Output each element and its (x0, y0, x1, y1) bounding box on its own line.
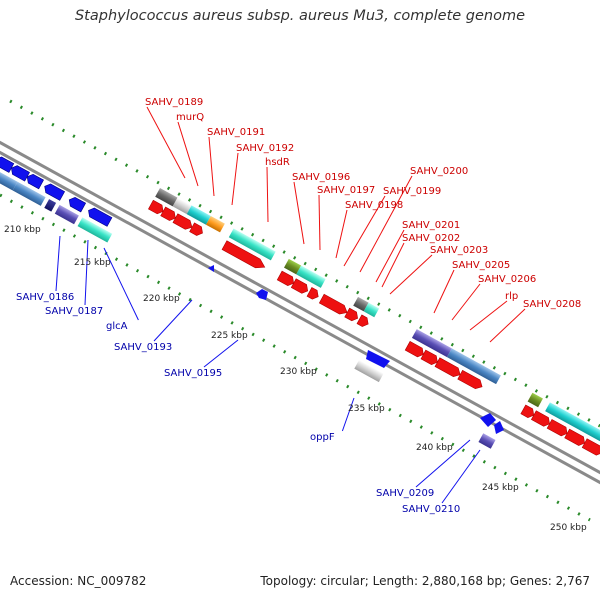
forward-gene-label: SAHV_0196 (292, 172, 350, 183)
kbp-tick-label: 245 kbp (482, 483, 519, 493)
reverse-gene-label: SAHV_0195 (164, 368, 222, 379)
reverse-gene-label: SAHV_0209 (376, 488, 434, 499)
gene-labels: SAHV_0189murQSAHV_0191SAHV_0192hsdRSAHV_… (16, 97, 581, 515)
genome-summary-text: Topology: circular; Length: 2,880,168 bp… (260, 574, 590, 588)
gene-block (446, 348, 501, 385)
gene-arrow (318, 293, 348, 315)
forward-gene-label: SAHV_0199 (383, 186, 441, 197)
gene-block (54, 204, 79, 225)
kbp-tick-label: 250 kbp (550, 523, 587, 533)
kbp-tick-label: 230 kbp (280, 367, 317, 377)
gene-arrow (356, 314, 369, 327)
gene-arrow (44, 183, 66, 201)
gene-arrow (520, 404, 535, 418)
gene-block (411, 329, 452, 358)
accession-text: Accession: NC_009782 (10, 574, 147, 588)
kbp-tick-labels: 210 kbp 215 kbp 220 kbp 225 kbp 230 kbp 235 k… (4, 225, 587, 533)
genome-backbone (0, 140, 600, 485)
reverse-gene-label: SAHV_0187 (45, 306, 103, 317)
gene-arrow (366, 350, 390, 368)
gene-block (0, 167, 18, 191)
gene-arrow (404, 341, 424, 358)
gene-arrow (11, 165, 30, 182)
map-title: Staphylococcus aureus subsp. aureus Mu3,… (74, 8, 526, 24)
label-leader-lines (55, 106, 526, 504)
gene-block (228, 228, 276, 261)
gene-block (353, 296, 369, 312)
gene-arrow (480, 413, 496, 427)
gene-arrow (494, 421, 504, 434)
reverse-gene-label: glcA (106, 321, 128, 332)
gene-block (363, 302, 380, 318)
kbp-tick-label: 215 kbp (74, 258, 111, 268)
gene-arrow (208, 265, 214, 272)
gc-content-track (0, 99, 600, 522)
forward-gene-label: SAHV_0197 (317, 185, 375, 196)
gene-block (155, 188, 178, 207)
gene-arrow (68, 197, 87, 213)
gene-arrow (148, 199, 164, 215)
forward-gene-label: SAHV_0192 (236, 143, 294, 154)
forward-gene-label: SAHV_0208 (523, 299, 581, 310)
reverse-gene-label: SAHV_0186 (16, 292, 74, 303)
gene-block (206, 215, 225, 233)
gene-arrow (306, 287, 319, 300)
gene-block (172, 197, 192, 215)
reverse-gene-label: SAHV_0193 (114, 342, 172, 353)
kbp-tick-label: 210 kbp (4, 225, 41, 235)
gene-arrow (434, 357, 461, 378)
forward-gene-label: SAHV_0205 (452, 260, 510, 271)
gene-arrow (189, 222, 203, 236)
forward-gene-label: SAHV_0202 (402, 233, 460, 244)
gene-block (283, 258, 302, 275)
kbp-tick-label: 235 kbp (348, 404, 385, 414)
gene-arrow (420, 349, 438, 365)
gene-block (354, 359, 384, 383)
gene-block (527, 392, 543, 408)
gene-arrow (344, 307, 358, 322)
forward-gene-label: murQ (176, 112, 204, 123)
gene-block (478, 433, 496, 449)
forward-gene-label: SAHV_0201 (402, 220, 460, 231)
isolated-reverse-genes (208, 265, 504, 449)
forward-gene-label: SAHV_0206 (478, 274, 536, 285)
gene-arrow (564, 428, 585, 446)
gene-arrow (160, 206, 176, 221)
forward-gene-label: SAHV_0198 (345, 200, 403, 211)
gene-arrow (276, 270, 295, 286)
kbp-tick-label: 240 kbp (416, 443, 453, 453)
gene-block (296, 265, 326, 288)
forward-gene-label: hsdR (265, 157, 290, 168)
kbp-tick-label: 220 kbp (143, 294, 180, 304)
reverse-gene-label: oppF (310, 432, 335, 443)
gene-block (77, 217, 113, 243)
forward-gene-label: SAHV_0191 (207, 127, 265, 138)
gene-arrow (581, 438, 600, 456)
gene-block (44, 199, 57, 212)
gene-arrow (530, 410, 550, 427)
reverse-gene-label: SAHV_0210 (402, 504, 460, 515)
forward-gene-label: SAHV_0200 (410, 166, 468, 177)
kbp-tick-label: 225 kbp (211, 331, 248, 341)
gene-arrow (0, 156, 15, 173)
gene-arrow (256, 289, 268, 300)
gene-arrow (26, 173, 44, 190)
forward-strand-genes (148, 188, 600, 456)
gene-arrow (88, 207, 113, 227)
gene-block (186, 205, 211, 225)
gene-arrow (457, 369, 483, 390)
gene-arrow (290, 278, 309, 294)
forward-gene-label: rlp (505, 291, 518, 302)
forward-gene-label: SAHV_0203 (430, 245, 488, 256)
gene-arrow (172, 213, 193, 230)
gene-arrow (546, 419, 568, 437)
gene-block (12, 181, 46, 206)
gene-arrow (221, 240, 266, 269)
gene-block (545, 402, 600, 445)
reverse-strand-genes-left (0, 156, 113, 243)
forward-gene-label: SAHV_0189 (145, 97, 203, 108)
